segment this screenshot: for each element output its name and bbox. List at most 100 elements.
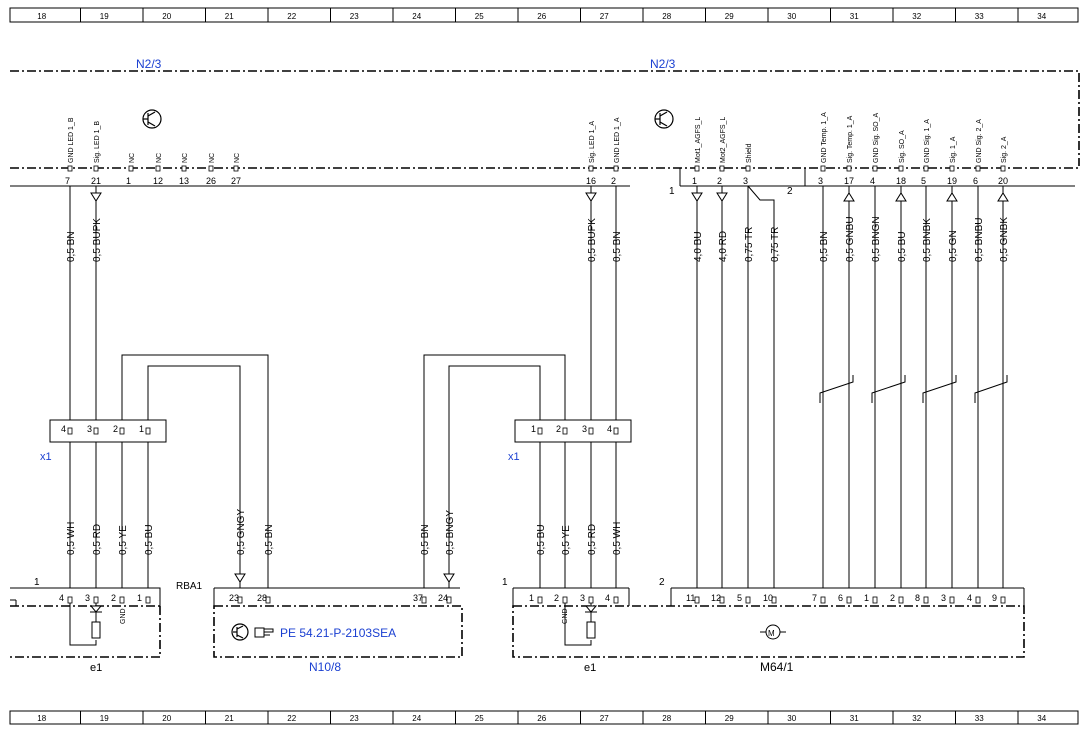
pin-contact — [949, 596, 955, 604]
pin-number: 2 — [554, 593, 559, 603]
pin-number: 1 — [126, 176, 131, 186]
grid-label: 34 — [1037, 12, 1046, 21]
connector-number: 1 — [669, 186, 675, 197]
pin-number: 1 — [139, 424, 144, 434]
signal-arrow — [895, 192, 907, 202]
x1-right-label: x1 — [508, 451, 520, 463]
wire-label: 0,75 TR — [770, 227, 781, 262]
grid-label: 23 — [350, 12, 359, 21]
grid-label: 22 — [287, 12, 296, 21]
signal-arrow — [90, 192, 102, 202]
pin-contact — [119, 596, 125, 604]
pin-number: 6 — [838, 593, 843, 603]
pin-contact — [237, 596, 243, 604]
rba1-label: RBA1 — [176, 581, 203, 592]
wire-label: 0,5 GN — [948, 230, 959, 262]
e1-left-label: e1 — [90, 662, 102, 674]
pin-contact — [93, 427, 99, 435]
pin-number: 18 — [896, 176, 906, 186]
wire-label: 4,0 BU — [693, 231, 704, 262]
pin-label: Mot1_AGFS_L — [695, 117, 702, 163]
pin-number: 2 — [556, 424, 561, 434]
wire-label: 0,5 BN — [612, 231, 623, 262]
x1-left-label: x1 — [40, 451, 52, 463]
pin-number: 21 — [91, 176, 101, 186]
wire-label: 0,5 RD — [587, 524, 598, 555]
grid-label: 24 — [412, 714, 421, 723]
grid-label: 25 — [475, 12, 484, 21]
grid-label: 31 — [850, 714, 859, 723]
n10-8-component — [213, 587, 463, 658]
grid-label: 30 — [787, 714, 796, 723]
pin-label: Mot2_AGFS_L — [720, 117, 727, 163]
wire-label: 0,75 TR — [744, 227, 755, 262]
grid-label: 25 — [475, 714, 484, 723]
grid-label: 28 — [662, 12, 671, 21]
signal-arrow — [443, 573, 455, 583]
grid-label: 21 — [225, 714, 234, 723]
pin-label: Sig. 2_A — [1001, 136, 1008, 163]
wire-label: 0,5 YE — [118, 525, 129, 555]
grid-label: 22 — [287, 714, 296, 723]
pin-label: NC — [129, 153, 136, 163]
e1-right-label: e1 — [584, 662, 596, 674]
pin-number: 7 — [65, 176, 70, 186]
pin-label: GND LED 1_A — [614, 117, 621, 163]
sensor-body — [91, 621, 101, 639]
pin-number: 24 — [438, 593, 448, 603]
grid-label: 19 — [100, 12, 109, 21]
pin-number: 20 — [998, 176, 1008, 186]
led-sensor-icons — [69, 603, 598, 646]
signal-arrow — [691, 192, 703, 202]
grid-label: 20 — [162, 12, 171, 21]
pin-number: 27 — [231, 176, 241, 186]
pin-number: 3 — [87, 424, 92, 434]
signal-arrow — [946, 192, 958, 202]
pin-label: NC — [182, 153, 189, 163]
grid-label: 29 — [725, 714, 734, 723]
pin-contact — [745, 165, 751, 172]
pin-contact — [898, 165, 904, 172]
pin-contact — [446, 596, 452, 604]
pin-number: 23 — [229, 593, 239, 603]
grid-label: 21 — [225, 12, 234, 21]
pin-contact — [923, 596, 929, 604]
pin-label: GND Sig. 1_A — [924, 119, 931, 163]
grid-label: 28 — [662, 714, 671, 723]
pin-number: 4 — [607, 424, 612, 434]
pin-number: 12 — [153, 176, 163, 186]
wire-label: 0,5 BU — [536, 524, 547, 555]
reference-link[interactable]: PE 54.21-P-2103SEA — [280, 626, 396, 640]
pin-number: 16 — [586, 176, 596, 186]
grid-label: 33 — [975, 714, 984, 723]
pin-contact — [872, 596, 878, 604]
e1-right-component — [512, 587, 630, 606]
pin-contact — [588, 165, 594, 172]
wire-label: 0,5 BN — [819, 231, 830, 262]
pin-number: 2 — [611, 176, 616, 186]
wire-label: 0,5 BUPK — [92, 218, 103, 262]
pin-number: 11 — [686, 593, 695, 603]
sensor-diode — [89, 605, 103, 613]
pin-number: 19 — [947, 176, 957, 186]
grid-label: 26 — [537, 12, 546, 21]
connector-number: 2 — [659, 577, 665, 588]
wire-label: 0,5 BNGN — [871, 216, 882, 262]
pin-label: GND Sig. 2_A — [976, 119, 983, 163]
signal-arrow — [843, 192, 855, 202]
pin-contact — [923, 165, 929, 172]
pin-number: 6 — [973, 176, 978, 186]
n2-3-outline — [10, 70, 1080, 166]
grid-label: 32 — [912, 714, 921, 723]
pointing-hand-icon — [254, 627, 274, 638]
pin-number: 17 — [844, 176, 854, 186]
pin-number: 37 — [413, 593, 423, 603]
wire-label: 0,5 GNGY — [236, 509, 247, 555]
wire — [147, 365, 241, 588]
pin-contact — [588, 427, 594, 435]
